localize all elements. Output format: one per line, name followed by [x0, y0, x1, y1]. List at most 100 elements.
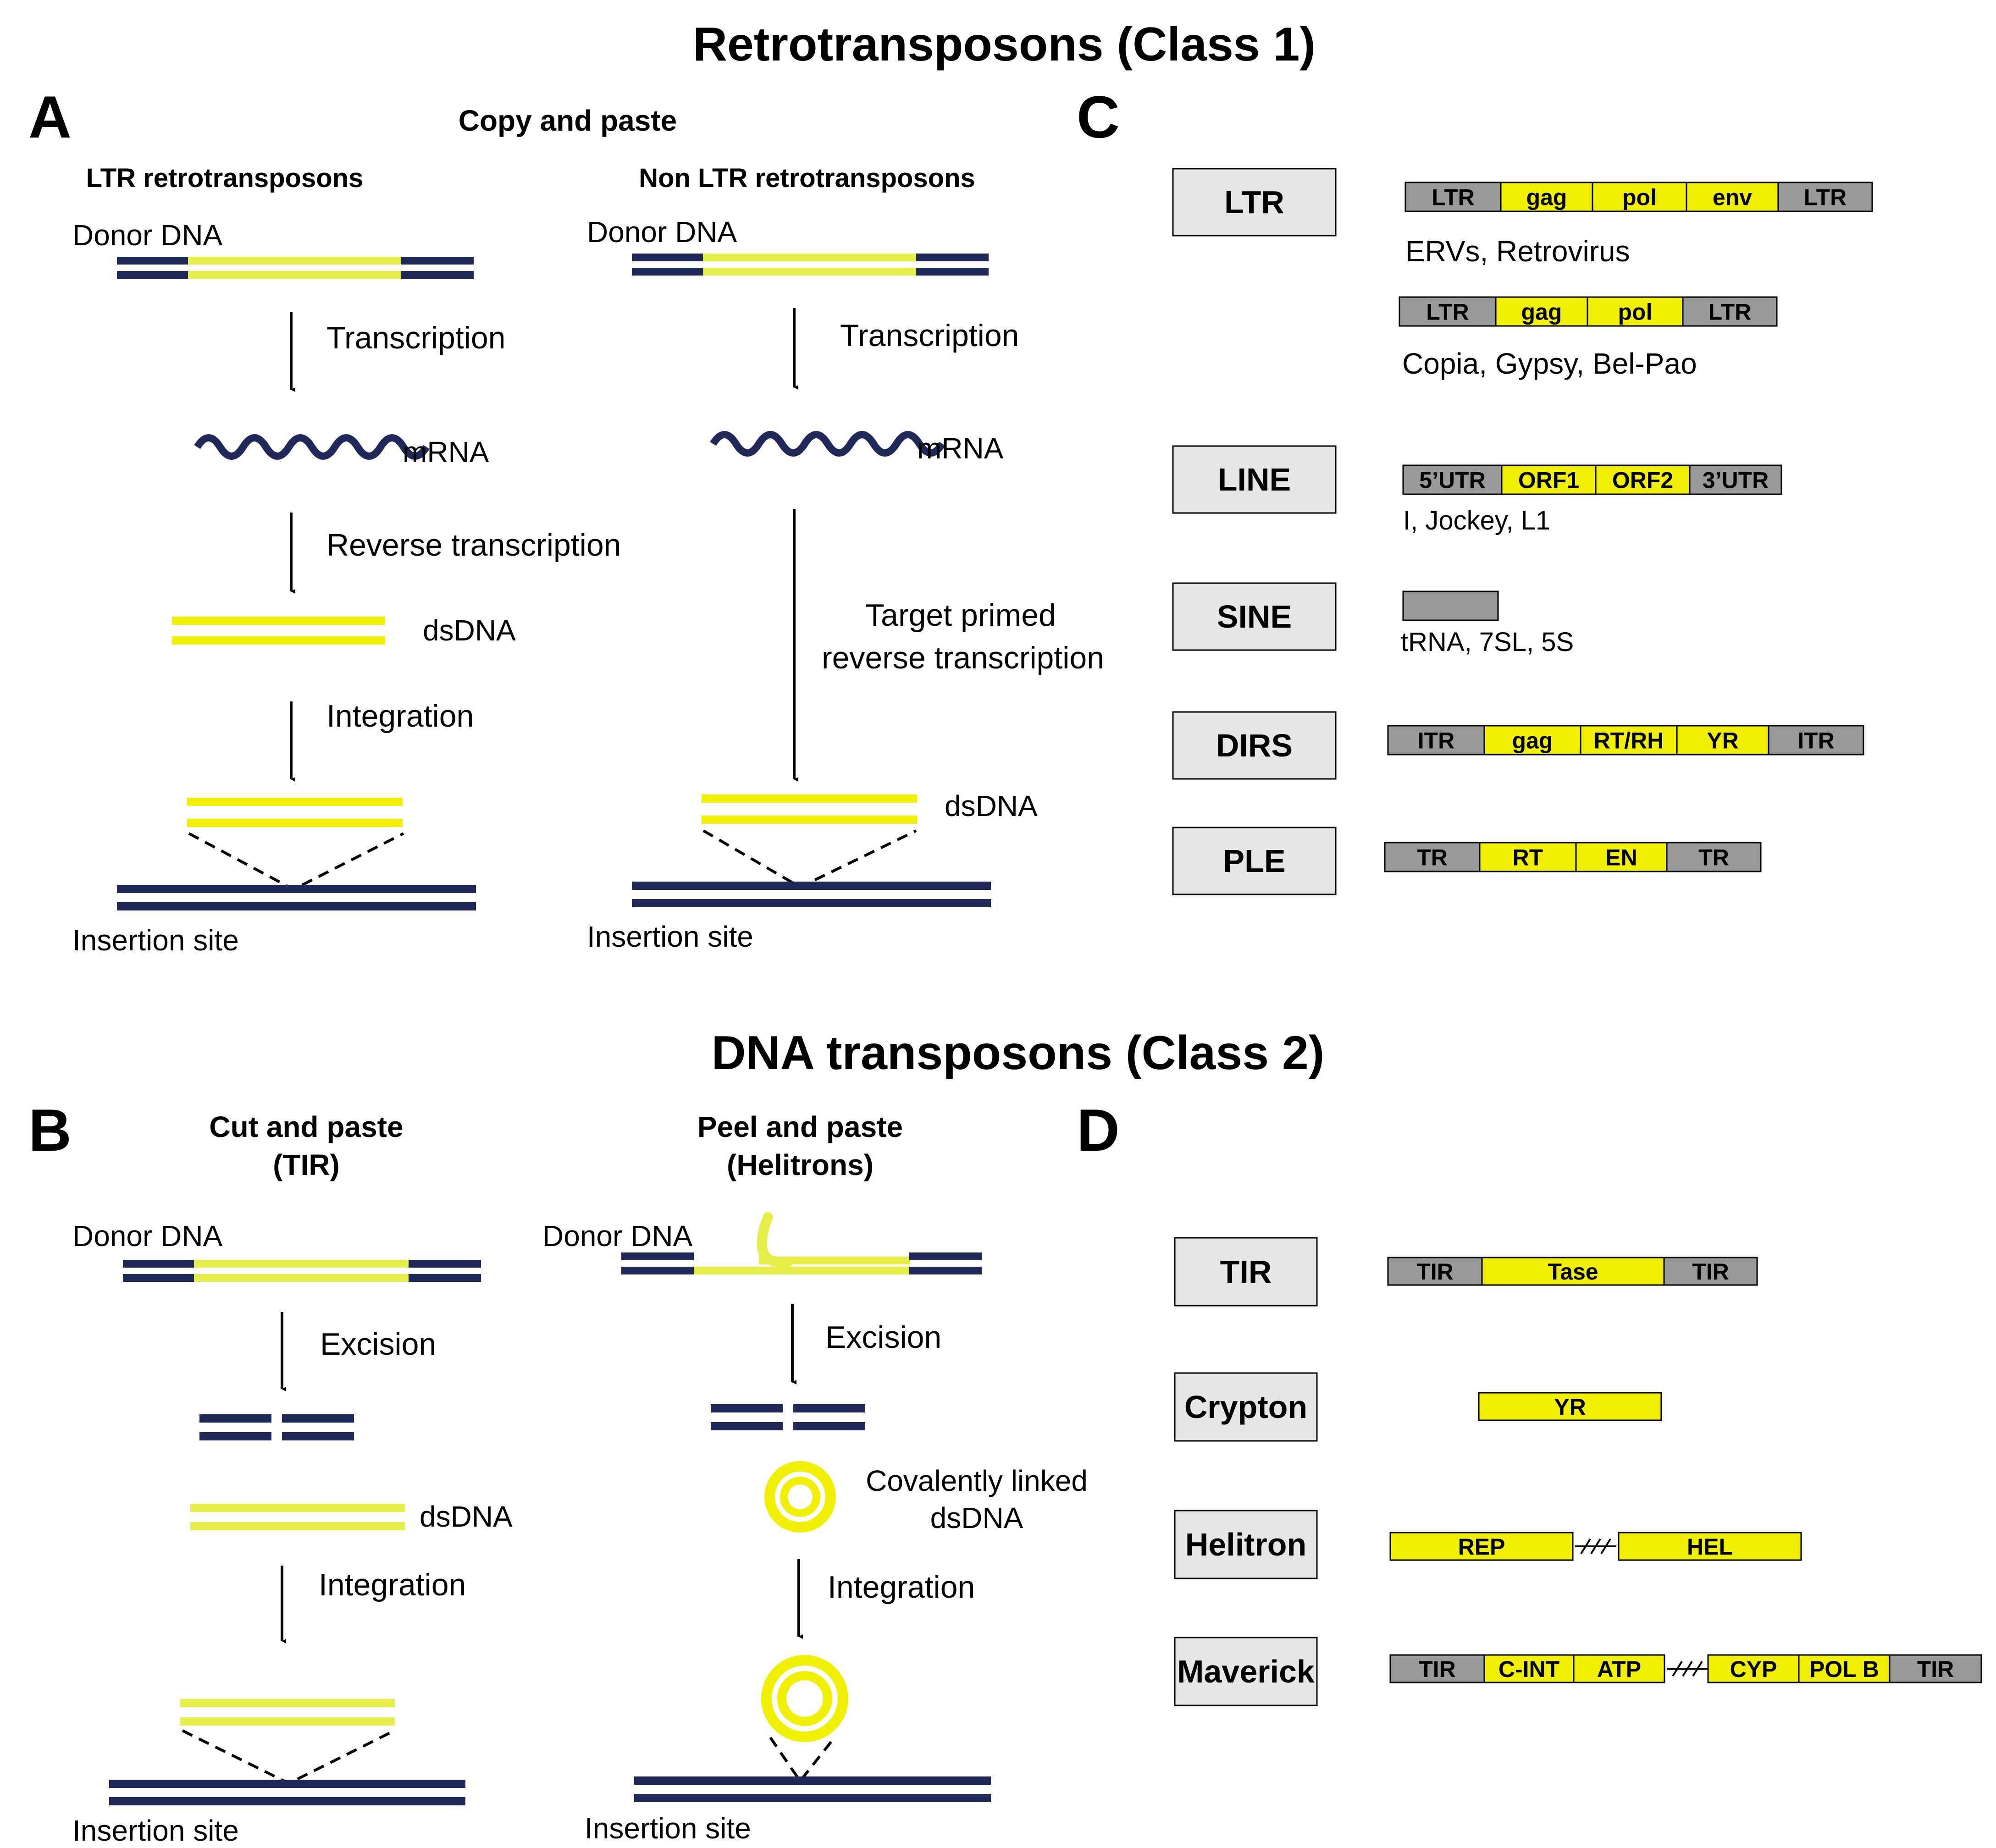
structure-ltr-1-segment-label: LTR [1804, 185, 1847, 210]
ltr-heading: LTR retrotransposons [86, 163, 364, 193]
structure-ltr-1-segment-label: LTR [1432, 185, 1474, 210]
examples-ltr-2: Copia, Gypsy, Bel-Pao [1402, 347, 1697, 380]
tir-heading-1: Cut and paste [209, 1110, 403, 1143]
ltr-integration-label: Integration [326, 699, 474, 734]
nonltr-tprt-label-1: Target primed [865, 598, 1056, 633]
structure-ltr-2-segment-label: pol [1618, 299, 1653, 325]
structure-line-1-segment-label: 5’UTR [1419, 468, 1485, 493]
structure-tir-segment-label: TIR [1692, 1259, 1729, 1285]
helitron-integrating-circle [761, 1655, 848, 1742]
structure-tir-segment [1481, 1257, 1665, 1286]
order-sine: SINE [1172, 582, 1337, 651]
tir-integrating-dsdna [180, 1699, 395, 1726]
ltr-donor-label: Donor DNA [72, 219, 223, 252]
order-crypton-box [1174, 1372, 1318, 1442]
order-crypton-label: Crypton [1184, 1389, 1307, 1425]
order-sine-box [1172, 582, 1337, 651]
order-line-label: LINE [1218, 462, 1291, 497]
structure-dirs-1-segment [1676, 725, 1769, 756]
helitron-donor-dna [621, 1212, 982, 1274]
panel-b: Cut and paste (TIR) Donor DNA Excision [72, 1110, 1088, 1847]
helitron-circle-label-2: dsDNA [930, 1501, 1023, 1534]
structure-helitron-part-1: REP [1389, 1532, 1574, 1561]
structure-ltr-1-segment-label: env [1713, 185, 1752, 210]
order-helitron-box [1174, 1510, 1318, 1579]
structure-ltr-2-segment-label: LTR [1426, 299, 1469, 325]
copy-paste-label: Copy and paste [459, 104, 677, 137]
helitron-break-mark [1575, 1538, 1616, 1555]
helitron-heading-1: Peel and paste [697, 1110, 903, 1143]
order-ltr-box [1172, 168, 1337, 237]
order-maverick-label: Maverick [1177, 1654, 1315, 1689]
tir-column: Cut and paste (TIR) Donor DNA Excision [72, 1110, 513, 1847]
structure-dirs-1-segment [1387, 725, 1485, 756]
structure-crypton-segment-label: YR [1554, 1394, 1586, 1420]
structure-tir-segment [1387, 1257, 1483, 1286]
nonltr-insertion-dna [632, 882, 991, 907]
nonltr-integrating-dsdna [702, 794, 917, 824]
structure-maverick-part-1-segment [1483, 1654, 1575, 1683]
structure-dirs-1-segment [1768, 725, 1864, 756]
helitron-excision-label: Excision [825, 1320, 941, 1355]
ltr-donor-dna [117, 257, 474, 279]
nonltr-insertion-dashes [702, 829, 917, 889]
tir-insertion-dashes [182, 1729, 395, 1785]
structure-maverick-part-1-segment-label: TIR [1419, 1656, 1456, 1682]
order-sine-label: SINE [1217, 599, 1292, 634]
structure-tir-segment-label: TIR [1416, 1259, 1454, 1285]
structure-crypton: YR [1478, 1392, 1662, 1421]
order-ltr: LTR [1172, 168, 1337, 237]
nonltr-heading: Non LTR retrotransposons [639, 163, 975, 193]
nonltr-transcription-label: Transcription [840, 318, 1019, 353]
nonltr-dsdna-label: dsDNA [945, 789, 1038, 822]
structure-helitron-part-1-segment [1389, 1532, 1574, 1561]
order-tir: TIR [1174, 1237, 1318, 1307]
order-crypton: Crypton [1174, 1372, 1318, 1442]
tir-insertion-label: Insertion site [72, 1814, 239, 1847]
structure-tir-segment [1663, 1257, 1758, 1286]
class2-title: DNA transposons (Class 2) [712, 1026, 1325, 1080]
examples-line-1: I, Jockey, L1 [1403, 506, 1550, 535]
order-ple: PLE [1172, 827, 1337, 895]
tir-integration-label: Integration [319, 1567, 466, 1602]
structure-line-1-segment-label: ORF1 [1518, 468, 1579, 493]
nonltr-tprt-label-2: reverse transcription [822, 640, 1104, 675]
structure-line-1-segment-label: ORF2 [1612, 468, 1673, 493]
structure-ltr-1-segment-label: gag [1526, 185, 1567, 210]
panel-letter-c: C [1077, 83, 1120, 150]
structure-maverick-part-2-segment [1798, 1654, 1891, 1683]
order-ltr-label: LTR [1224, 184, 1284, 220]
structure-helitron-part-2-segment-label: HEL [1687, 1534, 1733, 1560]
helitron-circle-label-1: Covalently linked [866, 1464, 1088, 1497]
order-helitron-label: Helitron [1185, 1527, 1306, 1562]
order-tir-label: TIR [1220, 1254, 1272, 1290]
ltr-insertion-dna [117, 885, 476, 910]
nonltr-donor-dna [632, 254, 989, 276]
tir-donor-dna [123, 1260, 481, 1282]
order-line: LINE [1172, 445, 1337, 514]
structure-maverick-part-1-segment-label: C-INT [1498, 1656, 1559, 1682]
structure-helitron-part-2-segment [1618, 1532, 1802, 1561]
order-dirs: DIRS [1172, 711, 1337, 780]
helitron-column: Peel and paste (Helitrons) Donor DNA Exc… [542, 1110, 1088, 1845]
tir-excised-flanks [199, 1414, 354, 1440]
ltr-insertion-label: Insertion site [72, 924, 239, 957]
panel-letter-b: B [28, 1097, 72, 1164]
nonltr-mrna-wave [710, 431, 945, 457]
ltr-dsdna-label: dsDNA [423, 614, 516, 647]
panel-letter-d: D [1077, 1097, 1120, 1164]
structure-ltr-1-segment [1592, 182, 1687, 212]
ltr-mrna-label: mRNA [403, 436, 489, 469]
structure-ltr-2-segment-label: gag [1521, 299, 1562, 325]
tir-dsdna-label: dsDNA [420, 1500, 513, 1533]
order-dirs-label: DIRS [1216, 728, 1293, 763]
structure-ltr-1-segment [1686, 182, 1779, 212]
tir-donor-label: Donor DNA [72, 1219, 223, 1252]
